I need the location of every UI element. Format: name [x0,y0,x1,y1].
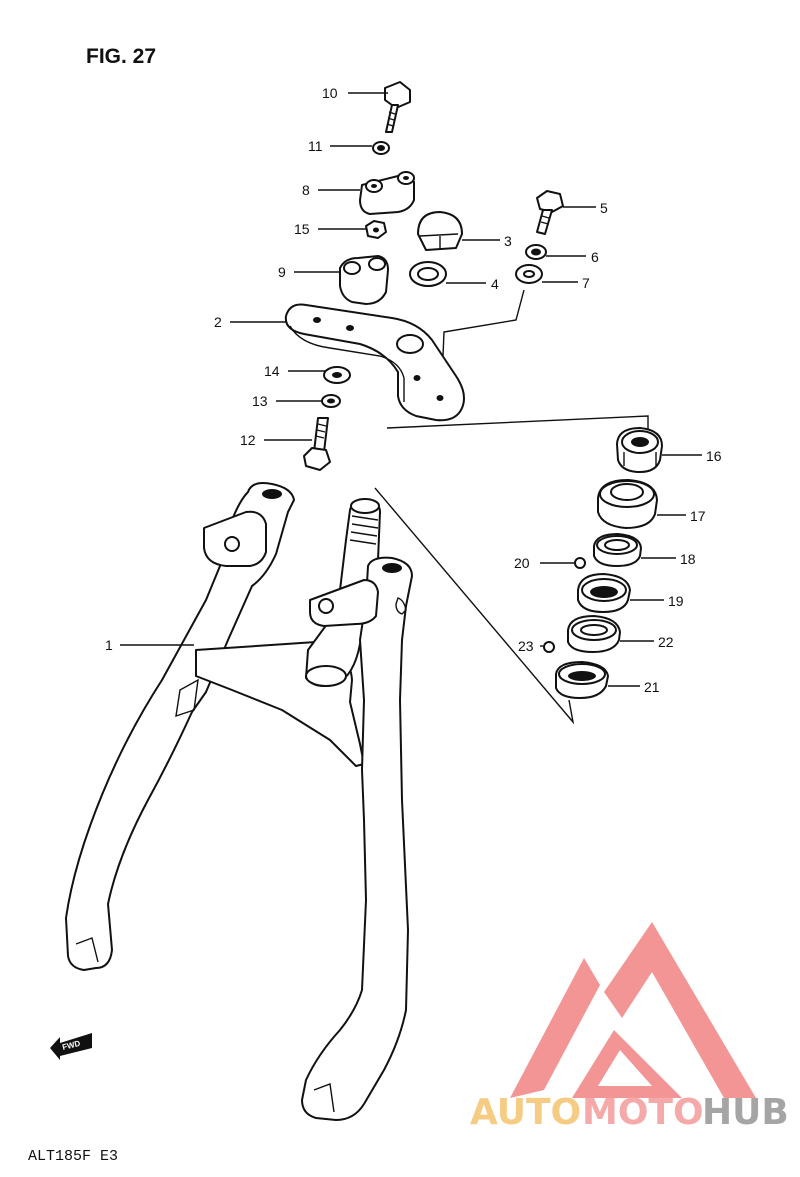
svg-text:1: 1 [105,637,113,653]
callout-17: 17 [657,508,706,524]
part-9-handlebar-holder-lower [339,255,389,305]
callout-1: 1 [105,637,194,653]
part-12-bolt [303,417,331,471]
callout-19: 19 [630,593,684,609]
part-4-washer [409,261,447,287]
part-8-handlebar-holder-upper [359,171,415,215]
part-20-steel-ball [574,557,586,569]
callout-8: 8 [302,182,360,198]
svg-text:5: 5 [600,200,608,216]
callout-22: 22 [620,634,674,650]
part-16-stem-nut [616,427,663,473]
part-15-nut [365,220,387,239]
svg-text:22: 22 [658,634,674,650]
callout-14: 14 [264,363,326,379]
callout-11: 11 [308,138,372,154]
callout-16: 16 [662,448,722,464]
watermark-logo: AUTO MOTO HUB [470,922,789,1133]
callout-18: 18 [641,551,696,567]
svg-text:17: 17 [690,508,706,524]
svg-text:11: 11 [308,138,323,154]
callout-4: 4 [446,276,499,292]
part-23-steel-ball [543,641,555,653]
watermark-text-hub: HUB [702,1092,789,1133]
callout-3: 3 [462,233,512,249]
fwd-label: FWD [61,1039,81,1052]
callout-20: 20 [514,555,574,571]
callout-15: 15 [294,221,366,237]
callout-5: 5 [563,200,608,216]
callout-6: 6 [546,249,599,265]
svg-text:20: 20 [514,555,530,571]
part-18-upper-race [593,533,642,567]
part-19-upper-cone-race [577,573,631,613]
svg-text:21: 21 [644,679,660,695]
callout-21: 21 [608,679,660,695]
watermark-text-moto: MOTO [582,1092,704,1133]
svg-text:16: 16 [706,448,722,464]
part-5-bolt [536,190,564,235]
callout-13: 13 [252,393,322,409]
fwd-arrow-icon: FWD [50,1033,92,1060]
svg-text:10: 10 [322,85,338,101]
part-1-steering-stem-lower-fork [65,482,413,1121]
callout-12: 12 [240,432,312,448]
svg-text:12: 12 [240,432,256,448]
svg-text:15: 15 [294,221,310,237]
part-6-nut [525,244,547,260]
bracket-connector-line [442,289,525,357]
callout-2: 2 [214,314,286,330]
svg-text:6: 6 [591,249,599,265]
part-13-lock-washer [321,394,341,408]
svg-text:18: 18 [680,551,696,567]
svg-text:14: 14 [264,363,280,379]
group-outline-top [386,415,649,432]
part-14-washer [323,366,351,384]
figure-label: FIG. 27 [86,45,156,68]
svg-text:23: 23 [518,638,534,654]
svg-text:7: 7 [582,275,590,291]
callout-9: 9 [278,264,340,280]
part-21-lower-cone-race [555,661,609,699]
model-code: ALT185F E3 [28,1148,118,1165]
part-2-steering-stem-upper-bracket [284,303,465,422]
group-outline-bottom [374,487,575,725]
callout-23: 23 [518,638,543,654]
svg-text:4: 4 [491,276,499,292]
part-7-washer [515,264,543,284]
svg-text:19: 19 [668,593,684,609]
svg-text:3: 3 [504,233,512,249]
part-22-lower-race [567,615,621,653]
callout-10: 10 [322,85,388,101]
part-17-dust-seal [597,479,658,529]
part-11-nut [372,141,390,155]
svg-text:13: 13 [252,393,268,409]
part-10-bolt [384,81,411,133]
callout-7: 7 [542,275,590,291]
part-3-cap-nut [417,211,463,251]
svg-text:9: 9 [278,264,286,280]
svg-text:8: 8 [302,182,310,198]
watermark-text-auto: AUTO [470,1092,581,1133]
svg-text:2: 2 [214,314,222,330]
